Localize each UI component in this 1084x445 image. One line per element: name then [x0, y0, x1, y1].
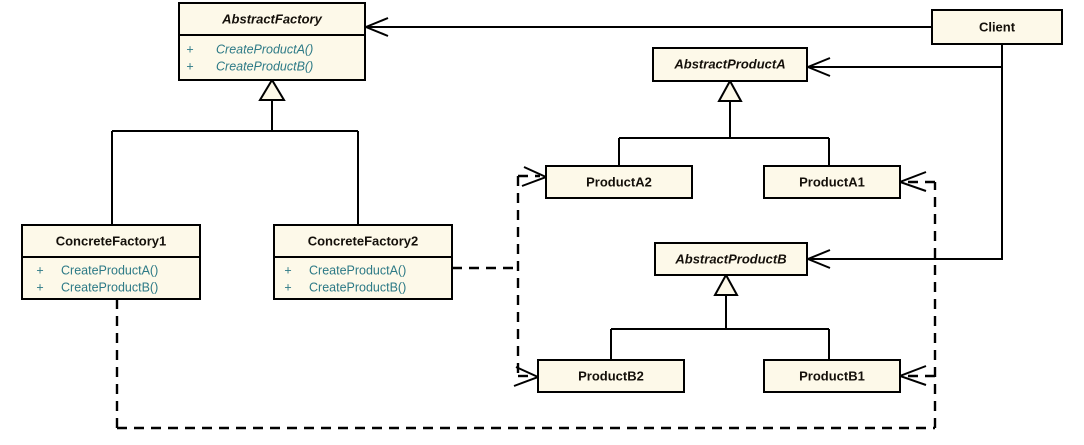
class-box-abstract-product-a[interactable]: AbstractProductA — [652, 47, 808, 82]
class-box-abstract-factory[interactable]: AbstractFactory + CreateProductA() + Cre… — [178, 2, 366, 81]
method-visibility: + — [36, 280, 43, 294]
class-title-concrete-factory-1: ConcreteFactory1 — [56, 233, 167, 248]
class-box-product-b2[interactable]: ProductB2 — [537, 359, 685, 393]
class-rect-abstract-factory — [178, 2, 366, 81]
class-title-client: Client — [979, 19, 1016, 34]
class-box-concrete-factory-2[interactable]: ConcreteFactory2 + CreateProductA() + Cr… — [273, 224, 453, 300]
class-title-product-a2: ProductA2 — [586, 174, 652, 189]
class-title-product-b2: ProductB2 — [578, 368, 644, 383]
class-box-abstract-product-b[interactable]: AbstractProductB — [654, 242, 808, 276]
assoc-line-client-abstract-product-b — [808, 67, 1003, 260]
class-rect-product-a1 — [763, 165, 901, 199]
method-visibility: + — [186, 42, 193, 56]
class-box-product-b1[interactable]: ProductB1 — [763, 359, 901, 393]
class-title-abstract-product-a: AbstractProductA — [673, 56, 785, 71]
association-client-to-abstract-factory — [363, 17, 932, 37]
method-visibility: + — [36, 263, 43, 277]
class-method-create-product-b: CreateProductB() — [216, 59, 313, 73]
method-visibility: + — [186, 59, 193, 73]
class-box-client[interactable]: Client — [931, 9, 1063, 45]
generalization-triangle-abstract-product-a — [717, 78, 743, 102]
generalization-products-b-to-abstract-product-b — [610, 272, 830, 360]
method-visibility: + — [284, 280, 291, 294]
class-title-abstract-factory: AbstractFactory — [221, 11, 322, 26]
class-title-concrete-factory-2: ConcreteFactory2 — [308, 233, 419, 248]
class-rect-abstract-product-b — [654, 242, 808, 276]
method-visibility: + — [284, 263, 291, 277]
class-rect-abstract-product-a — [652, 47, 808, 82]
class-rect-product-b1 — [763, 359, 901, 393]
class-title-product-b1: ProductB1 — [799, 368, 865, 383]
relationship-layer — [111, 17, 1003, 430]
class-method-create-product-b: CreateProductB() — [61, 280, 158, 294]
dependency-concrete-factory-2-to-products — [452, 166, 549, 387]
class-title-product-a1: ProductA1 — [799, 174, 865, 189]
class-title-abstract-product-b: AbstractProductB — [674, 251, 786, 266]
generalization-products-a-to-abstract-product-a — [618, 78, 830, 166]
class-method-create-product-a: CreateProductA() — [216, 42, 313, 56]
class-method-create-product-a: CreateProductA() — [61, 263, 158, 277]
generalization-triangle-abstract-product-b — [713, 272, 739, 296]
class-method-create-product-b: CreateProductB() — [309, 280, 406, 294]
class-rect-concrete-factory-1 — [21, 224, 201, 300]
class-box-product-a2[interactable]: ProductA2 — [545, 165, 693, 199]
class-rect-concrete-factory-2 — [273, 224, 453, 300]
generalization-concrete-factories-to-abstract-factory — [111, 78, 359, 225]
class-rect-product-a2 — [545, 165, 693, 199]
class-rect-product-b2 — [537, 359, 685, 393]
class-box-concrete-factory-1[interactable]: ConcreteFactory1 + CreateProductA() + Cr… — [21, 224, 201, 300]
class-box-product-a1[interactable]: ProductA1 — [763, 165, 901, 199]
assoc-line-client-abstract-product-a — [808, 44, 1003, 68]
generalization-triangle-abstract-factory — [258, 78, 286, 101]
class-rect-client — [931, 9, 1063, 45]
class-method-create-product-a: CreateProductA() — [309, 263, 406, 277]
dependency-concrete-factory-1-to-products — [115, 171, 937, 430]
association-client-to-abstract-product-a — [805, 44, 1003, 77]
